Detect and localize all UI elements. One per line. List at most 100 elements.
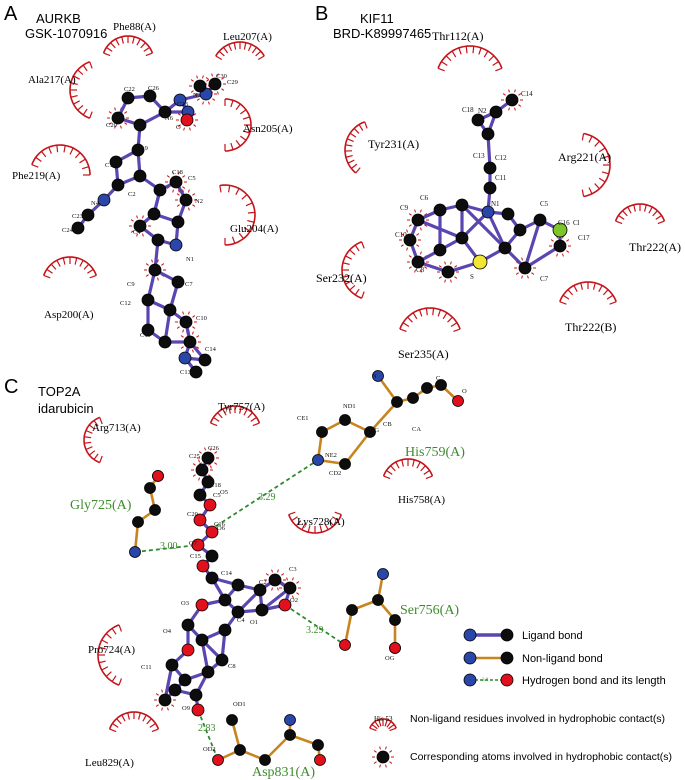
atom-label: CE1 <box>297 415 309 422</box>
atom-label: CA <box>412 426 421 433</box>
ligand-bond <box>523 244 562 270</box>
atom-label: C7 <box>540 275 549 283</box>
atom-label: C9 <box>127 281 135 288</box>
atom-label: O7 <box>189 540 198 547</box>
legend-oxygen-atom <box>500 673 514 687</box>
ligand-atom <box>193 513 207 527</box>
legend-contact-halo <box>379 764 382 768</box>
atom-label: O1 <box>250 619 258 626</box>
residue-label: Phe88(A) <box>113 21 156 33</box>
residue-atom <box>149 504 161 516</box>
hydrophobic-contact-arc <box>108 711 160 733</box>
ligand-atom <box>178 351 192 365</box>
legend-ligand-bond-label: Ligand bond <box>522 630 583 642</box>
panel-letter-a: A <box>4 3 18 25</box>
ligand-atom <box>81 208 95 222</box>
panel-a-compound: GSK-1070916 <box>25 26 107 41</box>
ligand-atom <box>178 673 192 687</box>
residue-atom <box>339 414 351 426</box>
residue-label: Thr222(A) <box>629 240 681 254</box>
hydrophobic-contact-arc <box>209 405 261 427</box>
ligand-atom <box>278 598 292 612</box>
ligand-atom <box>181 618 195 632</box>
residue-atom <box>234 744 246 756</box>
ligand-bond <box>460 203 507 250</box>
atom-label: C12 <box>495 154 507 162</box>
atom-label: N2 <box>195 198 203 205</box>
panel-b-target: KIF11 <box>360 11 394 26</box>
residue-atom <box>132 516 144 528</box>
ligand-atom <box>411 213 425 227</box>
ligand-atom <box>179 193 193 207</box>
ligand-atom <box>181 643 195 657</box>
ligand-atom <box>231 605 245 619</box>
residue-atom <box>259 754 271 766</box>
ligand-atom <box>498 241 512 255</box>
legend-nonligand-bond-label: Non-ligand bond <box>522 653 603 665</box>
ligand-atom <box>171 275 185 289</box>
ligand-atom <box>151 233 165 247</box>
legend-contact-halo <box>389 761 393 764</box>
ligand-atom <box>195 463 209 477</box>
legend-contact-halo <box>373 750 377 753</box>
atom-label: C <box>436 375 440 382</box>
ligand-bonds-layer <box>76 82 562 712</box>
atom-label: C18 <box>172 169 183 176</box>
atom-label: N6 <box>165 115 174 122</box>
ligand-atom <box>205 549 219 563</box>
ligand-atom <box>218 623 232 637</box>
atom-label: OG <box>385 655 395 662</box>
ligand-atom <box>169 238 183 252</box>
ligand-atom <box>481 127 495 141</box>
ligand-atom <box>255 603 269 617</box>
residue-label: Tyr231(A) <box>368 137 419 151</box>
hydrophobic-contact-arc <box>215 41 265 61</box>
ligand-atom <box>205 571 219 585</box>
atom-label: C20 <box>187 511 198 518</box>
ligand-atom <box>143 89 157 103</box>
ligand-atom <box>179 315 193 329</box>
panel-b-compound: BRD-K89997465 <box>333 26 431 41</box>
hydrophobic-contact-arc <box>614 203 666 225</box>
atom-label: Cl <box>573 219 580 227</box>
hbond-length: 3.29 <box>306 625 324 636</box>
hydrogen-bond <box>134 544 199 553</box>
residue-label: Ala217(A) <box>28 74 76 86</box>
atom-label: C21 <box>136 123 147 130</box>
ligand-atom <box>133 118 147 132</box>
ligand-atom <box>111 178 125 192</box>
ligand-atom <box>483 161 497 175</box>
atom-label: N3 <box>193 92 201 99</box>
atom-label: C14 <box>521 90 533 98</box>
ligand-atom <box>189 688 203 702</box>
ligand-atom <box>180 113 194 127</box>
ligand-atom <box>195 633 209 647</box>
atom-label: O2 <box>290 597 298 604</box>
ligand-atom <box>518 261 532 275</box>
hydrophobic-contact-arc <box>42 256 98 279</box>
atom-label: C14 <box>221 570 233 577</box>
atom-label: N1 <box>491 200 500 208</box>
atom-label: O9 <box>182 705 190 712</box>
hydrophobic-contact-arc <box>31 144 91 176</box>
atom-label: ND1 <box>343 403 356 410</box>
atom-label: NE2 <box>325 452 337 459</box>
ligand-atom <box>198 353 212 367</box>
atom-label: O <box>176 124 181 131</box>
hydrophobic-contact-arc <box>102 35 154 57</box>
ligand-atom <box>403 233 417 247</box>
ligand-atom <box>201 475 215 489</box>
ligand-atom <box>158 335 172 349</box>
atom-label: CB <box>383 421 392 428</box>
hydrogen-bond <box>209 459 319 531</box>
atoms-layer <box>71 77 568 766</box>
atom-label: C10 <box>395 231 407 239</box>
ligand-atom <box>411 255 425 269</box>
atom-label: C26 <box>148 85 160 92</box>
residue-atom <box>226 714 238 726</box>
atom-label: C20 <box>106 122 117 129</box>
atom-label: C11 <box>495 174 507 182</box>
ligand-atom <box>501 207 515 221</box>
panel-a-target: AURKB <box>36 11 81 26</box>
legend-nitrogen-atom <box>463 673 477 687</box>
